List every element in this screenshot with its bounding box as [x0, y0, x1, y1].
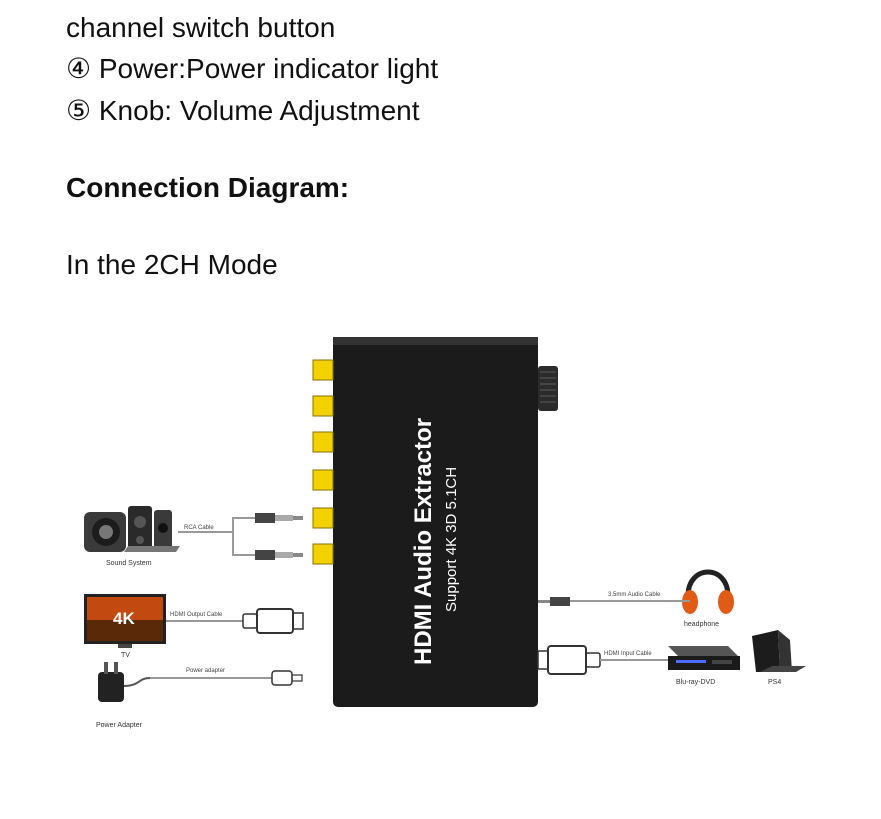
- device-edge: [333, 337, 538, 345]
- rca-jack: [312, 395, 334, 417]
- extractor-device: HDMI Audio Extractor Support 4K 3D 5.1CH: [312, 337, 558, 707]
- power-adapter-icon: [98, 662, 151, 702]
- feature-line-power-indicator: ④ Power:Power indicator light: [66, 53, 439, 84]
- connection-diagram: HDMI Audio Extractor Support 4K 3D 5.1CH…: [84, 337, 806, 729]
- rca-jacks: [312, 359, 334, 565]
- feature-line-volume-knob: ⑤ Knob: Volume Adjustment: [66, 95, 420, 126]
- headphone-icon: [682, 569, 734, 614]
- rca-cable: [178, 513, 303, 560]
- device-title: HDMI Audio Extractor: [410, 418, 437, 665]
- power-cable: [150, 670, 303, 686]
- headphone-label: headphone: [684, 621, 719, 628]
- hdmi-input-cable: [537, 645, 668, 675]
- rca-jack: [312, 469, 334, 491]
- audio-cable-label: 3.5mm Audio Cable: [608, 592, 661, 598]
- ps4-label: PS4: [768, 679, 781, 686]
- audio-cable: [538, 597, 690, 606]
- rca-jack: [312, 507, 334, 529]
- hdmi-input-cable-label: HDMI Input Cable: [604, 651, 652, 657]
- feature-line-channel-switch: channel switch button: [66, 12, 336, 43]
- section-heading: Connection Diagram:: [66, 172, 350, 203]
- rca-jack: [312, 359, 334, 381]
- bluray-label: Blu-ray-DVD: [676, 679, 715, 686]
- device-subtitle: Support 4K 3D 5.1CH: [443, 467, 460, 612]
- power-cable-label: Power adapter: [186, 668, 225, 674]
- tv-label: TV: [121, 652, 130, 659]
- ps4-icon: [752, 630, 806, 672]
- tv-screen-text: 4K: [113, 609, 135, 628]
- rca-jack: [312, 431, 334, 453]
- sound-system-label: Sound System: [106, 560, 152, 567]
- volume-knob-icon: [538, 366, 558, 411]
- power-adapter-label: Power Adapter: [96, 722, 143, 729]
- bluray-player-icon: [668, 646, 740, 670]
- hdmi-output-cable-label: HDMI Output Cable: [170, 612, 223, 618]
- rca-cable-label: RCA Cable: [184, 525, 214, 531]
- tv-icon: 4K: [84, 594, 166, 648]
- hdmi-output-cable: [166, 608, 304, 634]
- mode-label: In the 2CH Mode: [66, 249, 278, 280]
- device-body: [333, 337, 538, 707]
- rca-jack: [312, 543, 334, 565]
- sound-system-icon: [84, 506, 180, 552]
